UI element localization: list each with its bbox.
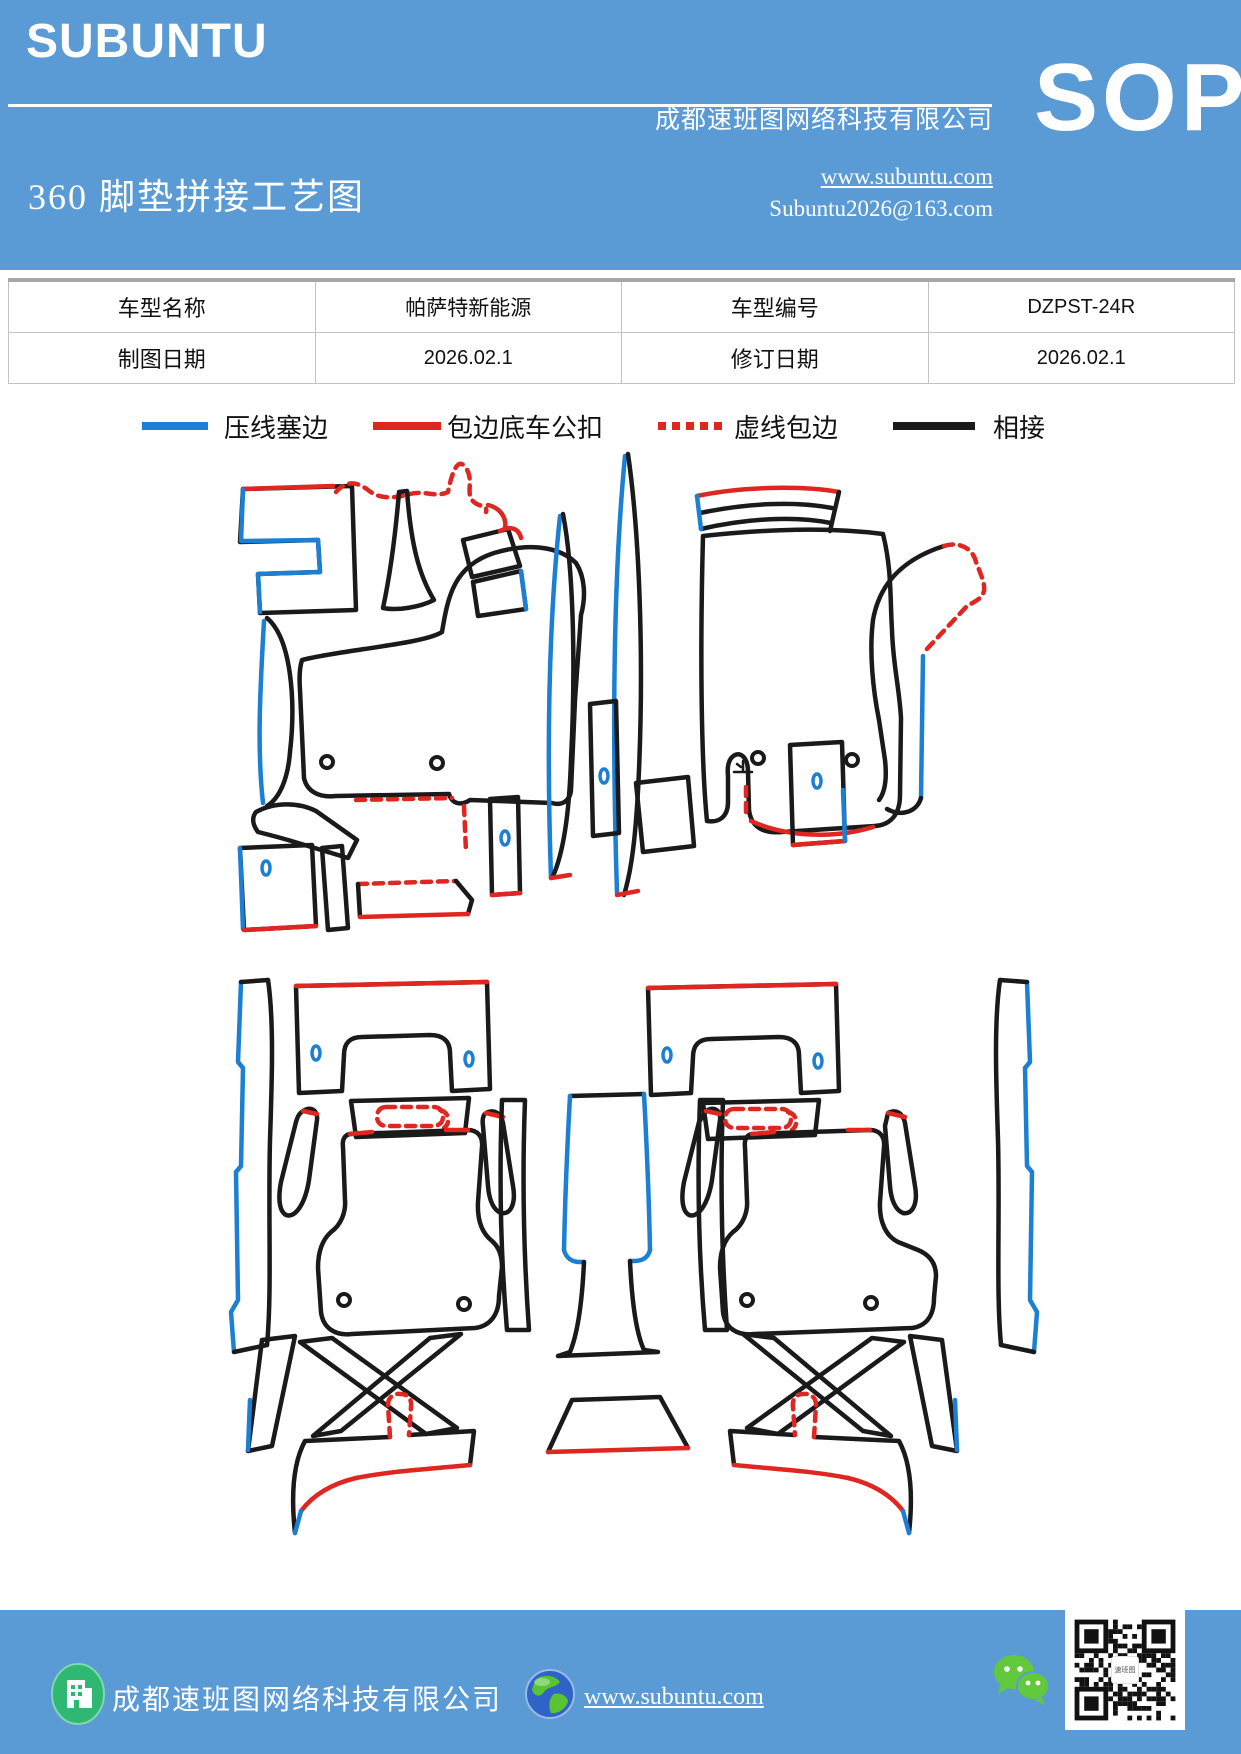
rear-left-mat [228,977,517,1536]
legend-swatch-red-solid [373,422,441,430]
footer: 成都速班图网络科技有限公司 www.subuntu.com 速班图 [0,1610,1241,1754]
legend-label: 压线塞边 [224,414,329,443]
globe-icon [525,1669,575,1719]
front-right-mat [587,485,987,855]
rear-right-mat [645,977,1040,1536]
revise-date-value: 2026.02.1 [927,332,1235,384]
footer-company-name: 成都速班图网络科技有限公司 [112,1685,503,1716]
building-icon [51,1663,105,1725]
legend-label: 相接 [993,414,1046,443]
model-name-value: 帕萨特新能源 [314,279,622,333]
legend-label: 虚线包边 [734,414,839,443]
front-middle-strips [546,451,644,898]
table-row: 车型名称 帕萨特新能源 车型编号 DZPST-24R [8,279,1235,333]
front-left-mat [237,461,587,933]
model-code-label: 车型编号 [621,279,929,333]
mat-pattern-diagram [228,451,1040,1536]
model-name-label: 车型名称 [8,279,316,333]
model-code-value: DZPST-24R [927,279,1235,333]
table-row: 制图日期 2026.02.1 修订日期 2026.02.1 [8,332,1235,384]
header-company-name: 成都速班图网络科技有限公司 [654,107,993,134]
revise-date-label: 修订日期 [621,332,929,384]
page-title: 360 脚垫拼接工艺图 [28,177,366,217]
footer-website-link[interactable]: www.subuntu.com [584,1684,764,1710]
sop-badge: SOP [1034,44,1241,151]
legend-swatch-red-dashed [658,422,724,430]
legend-swatch-black-solid [893,422,975,430]
vehicle-info-table: 车型名称 帕萨特新能源 车型编号 DZPST-24R 制图日期 2026.02.… [8,278,1235,384]
draw-date-label: 制图日期 [8,332,316,384]
header: SUBUNTU 360 脚垫拼接工艺图 成都速班图网络科技有限公司 www.su… [0,0,1241,270]
header-email: Subuntu2026@163.com [769,196,993,221]
header-website-link[interactable]: www.subuntu.com [820,164,993,189]
center-tunnel-piece [498,1091,730,1455]
brand-logo: SUBUNTU [26,15,268,68]
header-divider [8,104,992,107]
wechat-icon [994,1655,1050,1705]
qr-code: 速班图 [1065,1610,1185,1730]
draw-date-value: 2026.02.1 [314,332,622,384]
legend-swatch-blue-solid [142,422,208,430]
legend-label: 包边底车公扣 [447,414,604,443]
line-legend: 压线塞边 包边底车公扣 虚线包边 相接 [0,404,1241,450]
qr-center-logo: 速班图 [1111,1656,1139,1684]
